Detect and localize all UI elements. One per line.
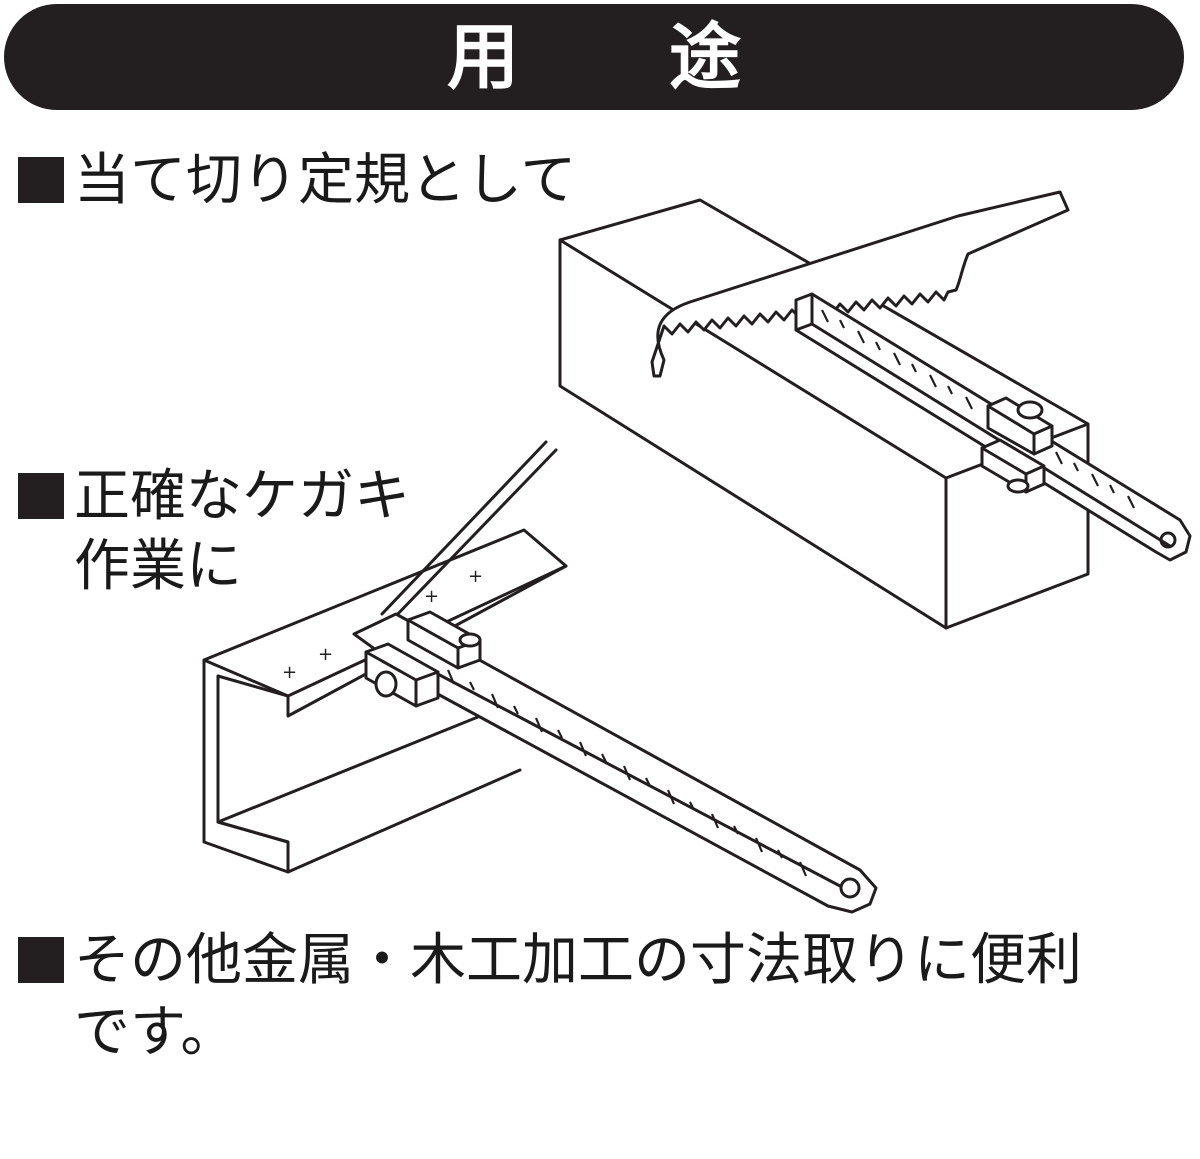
ruler-stopper-lower-icon-2: [364, 642, 440, 708]
usage-3-text-2: です。: [74, 1000, 237, 1065]
mark-cross-4: +: [468, 566, 483, 587]
square-bullet-icon: [18, 473, 64, 519]
square-bullet-icon: [18, 937, 64, 983]
usage-2-line-1: 正確なケガキ: [18, 464, 410, 530]
usage-1-line-1: 当て切り定規として: [18, 148, 576, 214]
scribe-needle-icon: [380, 440, 548, 616]
saw-blade-icon: [650, 190, 1070, 378]
mark-cross-2: +: [318, 644, 333, 665]
usage-3-line-2: です。: [74, 1000, 236, 1066]
saw-with-ruler-guide-illustration: [558, 190, 1192, 630]
usage-2-text-2: 作業に: [74, 534, 242, 599]
page-title: 用途: [446, 15, 891, 99]
usage-3-text-1: その他金属・木工加工の寸法取りに便利: [74, 928, 1082, 993]
mark-cross-1: +: [282, 662, 297, 683]
usage-2-line-2: 作業に: [74, 534, 242, 600]
mark-cross-3: +: [424, 586, 439, 607]
ruler-scale-ticks-1: [821, 309, 1135, 509]
usage-1-text: 当て切り定規として: [74, 148, 577, 213]
ruler-scale-ticks-2: [446, 669, 808, 877]
square-bullet-icon: [18, 157, 64, 203]
steel-ruler-icon-2: [352, 612, 878, 914]
usage-3-line-1: その他金属・木工加工の寸法取りに便利: [18, 928, 1082, 994]
usage-2-text-1: 正確なケガキ: [74, 464, 410, 529]
scribe-marking-with-ruler-illustration: + + + +: [202, 440, 878, 914]
header-bar: 用途: [4, 4, 1184, 110]
